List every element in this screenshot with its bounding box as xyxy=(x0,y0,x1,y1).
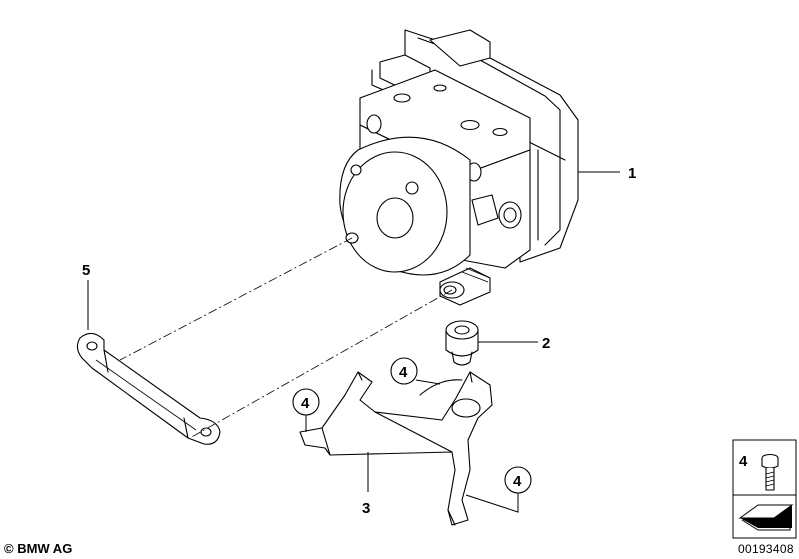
mounting-bracket xyxy=(299,371,493,526)
retaining-strap xyxy=(76,332,221,445)
assembly-line-upper xyxy=(119,237,353,361)
bmw-arrow-icon xyxy=(738,504,794,531)
diagram-code: 00193408 xyxy=(738,542,794,556)
abs-hydraulic-unit xyxy=(339,29,579,306)
callout-4c: 4 xyxy=(513,473,522,490)
rubber-grommet xyxy=(445,320,479,366)
callout-3: 3 xyxy=(362,500,370,517)
fastener-inset: 4 xyxy=(732,439,797,539)
callout-4a: 4 xyxy=(301,395,310,412)
callout-4b: 4 xyxy=(399,364,408,381)
assembly-line-lower xyxy=(189,289,453,439)
callout-4b-badge: 4 xyxy=(390,357,418,385)
leader-4c xyxy=(465,492,519,513)
copyright-text: © BMW AG xyxy=(4,541,72,556)
bolt-icon xyxy=(761,453,779,491)
callout-2: 2 xyxy=(542,335,550,352)
leader-4b xyxy=(415,379,441,385)
callout-4a-badge: 4 xyxy=(292,388,320,416)
callout-4c-badge: 4 xyxy=(504,466,532,494)
callout-5: 5 xyxy=(82,262,90,279)
callout-1: 1 xyxy=(628,165,636,182)
inset-item-number: 4 xyxy=(739,453,748,470)
